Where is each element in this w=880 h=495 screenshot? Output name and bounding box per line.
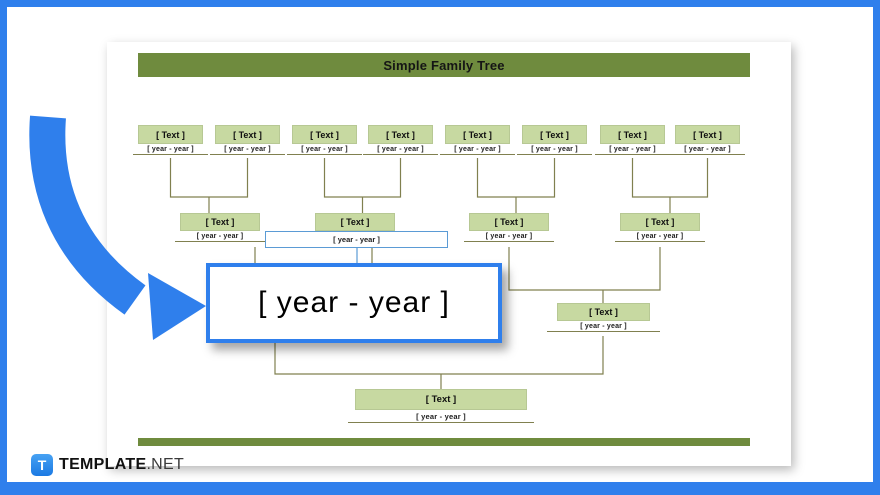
tree-node-gen1[interactable]: [ Text ] [ year - year ] <box>517 125 592 155</box>
node-years[interactable]: [ year - year ] <box>517 144 592 155</box>
logo-t-icon: T <box>31 454 53 476</box>
selected-year-field[interactable]: [ year - year ] <box>265 231 448 248</box>
node-years[interactable]: [ year - year ] <box>464 231 554 242</box>
curved-arrow-icon <box>29 115 206 340</box>
tree-node-gen4[interactable]: [ Text ] [ year - year ] <box>348 389 534 423</box>
tree-node-gen1[interactable]: [ Text ] [ year - year ] <box>287 125 362 155</box>
node-label[interactable]: [ Text ] <box>215 125 280 144</box>
node-label[interactable]: [ Text ] <box>315 213 395 231</box>
node-years[interactable]: [ year - year ] <box>348 410 534 423</box>
node-label[interactable]: [ Text ] <box>180 213 260 231</box>
footer-bar <box>138 438 750 446</box>
title-bar: Simple Family Tree <box>138 53 750 77</box>
node-years[interactable]: [ year - year ] <box>363 144 438 155</box>
tree-node-gen2-selected[interactable]: [ Text ] <box>315 213 395 231</box>
node-label[interactable]: [ Text ] <box>355 389 527 410</box>
tree-node-gen1[interactable]: [ Text ] [ year - year ] <box>595 125 670 155</box>
logo-text-bold: TEMPLATE <box>59 456 147 473</box>
node-years[interactable]: [ year - year ] <box>175 231 265 242</box>
node-label[interactable]: [ Text ] <box>675 125 740 144</box>
node-label[interactable]: [ Text ] <box>469 213 549 231</box>
node-label[interactable]: [ Text ] <box>445 125 510 144</box>
tree-node-gen1[interactable]: [ Text ] [ year - year ] <box>670 125 745 155</box>
node-years[interactable]: [ year - year ] <box>615 231 705 242</box>
node-years[interactable]: [ year - year ] <box>440 144 515 155</box>
node-years[interactable]: [ year - year ] <box>670 144 745 155</box>
node-label[interactable]: [ Text ] <box>557 303 650 321</box>
tree-node-gen1[interactable]: [ Text ] [ year - year ] <box>363 125 438 155</box>
tree-node-gen2[interactable]: [ Text ] [ year - year ] <box>175 213 265 242</box>
tree-node-gen3[interactable]: [ Text ] [ year - year ] <box>547 303 660 332</box>
page-title: Simple Family Tree <box>383 57 505 73</box>
tree-connectors <box>169 158 709 389</box>
node-label[interactable]: [ Text ] <box>620 213 700 231</box>
node-label[interactable]: [ Text ] <box>138 125 203 144</box>
node-years[interactable]: [ year - year ] <box>133 144 208 155</box>
tree-node-gen1[interactable]: [ Text ] [ year - year ] <box>440 125 515 155</box>
node-years[interactable]: [ year - year ] <box>547 321 660 332</box>
node-years[interactable]: [ year - year ] <box>287 144 362 155</box>
tree-node-gen1[interactable]: [ Text ] [ year - year ] <box>210 125 285 155</box>
tree-node-gen1[interactable]: [ Text ] [ year - year ] <box>133 125 208 155</box>
zoom-callout-text: [ year - year ] <box>258 286 450 319</box>
tree-node-gen2[interactable]: [ Text ] [ year - year ] <box>464 213 554 242</box>
selected-year-value: [ year - year ] <box>333 235 380 244</box>
template-page: Simple Family Tree [ Text ] [ year - yea… <box>107 42 791 466</box>
node-label[interactable]: [ Text ] <box>600 125 665 144</box>
node-years[interactable]: [ year - year ] <box>210 144 285 155</box>
node-label[interactable]: [ Text ] <box>522 125 587 144</box>
tree-node-gen2[interactable]: [ Text ] [ year - year ] <box>615 213 705 242</box>
node-label[interactable]: [ Text ] <box>292 125 357 144</box>
logo-text-light: .NET <box>146 456 185 473</box>
templatenet-logo: T TEMPLATE.NET <box>31 454 184 476</box>
zoom-callout: [ year - year ] <box>206 263 502 343</box>
node-years[interactable]: [ year - year ] <box>595 144 670 155</box>
node-label[interactable]: [ Text ] <box>368 125 433 144</box>
